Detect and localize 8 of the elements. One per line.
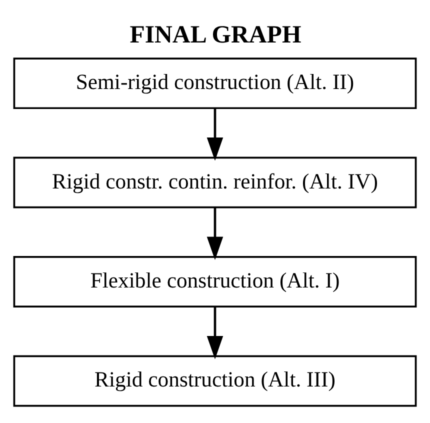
node-box: Rigid constr. contin. reinfor. (Alt. IV) [13,156,417,208]
arrow [206,206,224,260]
diagram-title: FINAL GRAPH [130,21,302,48]
node-box: Flexible construction (Alt. I) [13,256,417,307]
node-box: Rigid construction (Alt. III) [13,354,417,406]
arrow [206,108,224,160]
node-box: Semi-rigid construction (Alt. II) [13,57,417,109]
arrow [206,306,224,359]
